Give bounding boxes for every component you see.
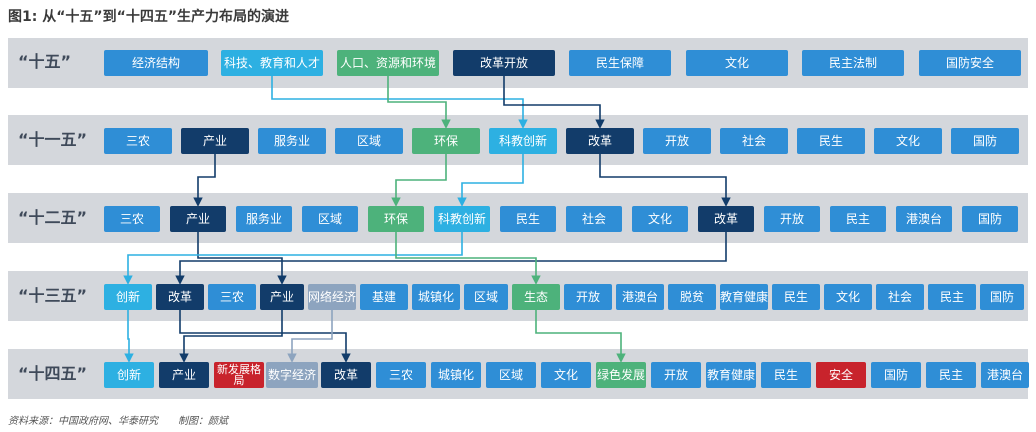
topic-box-15: 民主法制 (802, 50, 904, 76)
topic-box-13th: 文化 (824, 284, 872, 310)
connector-arrow (387, 76, 451, 129)
topic-box-13th: 脱贫 (668, 284, 716, 310)
topic-box-11th: 产业 (181, 128, 249, 154)
topic-box-14th: 绿色发展 (596, 362, 646, 388)
topic-box-13th: 社会 (876, 284, 924, 310)
topic-box-11th: 服务业 (258, 128, 326, 154)
row-label-15: “十五” (18, 52, 72, 71)
topic-box-14th: 新发展格局 (214, 362, 264, 388)
topic-box-12th: 港澳台 (896, 206, 952, 232)
connector-arrow (197, 232, 287, 285)
topic-box-11th: 社会 (720, 128, 788, 154)
topic-box-13th: 城镇化 (412, 284, 460, 310)
topic-box-14th: 港澳台 (981, 362, 1029, 388)
topic-box-11th: 国防 (951, 128, 1019, 154)
topic-box-11th: 三农 (104, 128, 172, 154)
topic-box-14th: 安全 (816, 362, 866, 388)
topic-box-14th: 开放 (651, 362, 701, 388)
connector-arrow (124, 310, 134, 363)
connector-arrow (503, 76, 605, 129)
topic-box-13th: 国防 (980, 284, 1024, 310)
topic-box-12th: 民主 (830, 206, 886, 232)
topic-box-11th: 文化 (874, 128, 942, 154)
topic-box-14th: 城镇化 (431, 362, 481, 388)
topic-box-13th: 港澳台 (616, 284, 664, 310)
topic-box-15: 改革开放 (453, 50, 555, 76)
topic-box-12th: 开放 (764, 206, 820, 232)
topic-box-13th: 网络经济 (308, 284, 356, 310)
topic-box-12th: 改革 (698, 206, 754, 232)
topic-box-13th: 开放 (564, 284, 612, 310)
topic-box-14th: 文化 (541, 362, 591, 388)
topic-box-14th: 国防 (871, 362, 921, 388)
topic-box-12th: 科教创新 (434, 206, 490, 232)
figure-title: 图1: 从“十五”到“十四五”生产力布局的演进 (8, 9, 290, 25)
topic-box-13th: 民主 (928, 284, 976, 310)
row-label-14th: “十四五” (18, 364, 88, 383)
topic-box-14th: 区域 (486, 362, 536, 388)
topic-box-12th: 产业 (170, 206, 226, 232)
connector-arrow (179, 310, 351, 363)
topic-box-12th: 文化 (632, 206, 688, 232)
topic-box-11th: 改革 (566, 128, 634, 154)
topic-box-13th: 基建 (360, 284, 408, 310)
topic-box-14th: 民生 (761, 362, 811, 388)
topic-box-15: 文化 (686, 50, 788, 76)
connector-arrow (599, 154, 731, 207)
connector-arrow (175, 232, 727, 285)
topic-box-12th: 社会 (566, 206, 622, 232)
topic-box-12th: 国防 (962, 206, 1018, 232)
topic-box-15: 科技、教育和人才 (221, 50, 323, 76)
topic-box-15: 经济结构 (104, 50, 208, 76)
topic-box-12th: 服务业 (236, 206, 292, 232)
connector-arrow (287, 310, 333, 363)
topic-box-11th: 科教创新 (489, 128, 557, 154)
topic-box-14th: 改革 (321, 362, 371, 388)
topic-box-14th: 民主 (926, 362, 976, 388)
topic-box-14th: 产业 (159, 362, 209, 388)
connector-arrow (123, 232, 463, 285)
topic-box-14th: 创新 (104, 362, 154, 388)
topic-box-12th: 民生 (500, 206, 556, 232)
source-note: 资料来源：中国政府网、华泰研究 制图：颜斌 (8, 416, 228, 427)
row-label-11th: “十一五” (18, 130, 88, 149)
topic-box-15: 国防安全 (919, 50, 1021, 76)
topic-box-13th: 区域 (464, 284, 508, 310)
row-label-12th: “十二五” (18, 208, 88, 227)
topic-box-12th: 三农 (104, 206, 160, 232)
topic-box-12th: 环保 (368, 206, 424, 232)
topic-box-13th: 三农 (208, 284, 256, 310)
connector-arrow (395, 232, 541, 285)
topic-box-11th: 民生 (797, 128, 865, 154)
topic-box-13th: 产业 (260, 284, 304, 310)
topic-box-15: 人口、资源和环境 (337, 50, 439, 76)
topic-box-11th: 环保 (412, 128, 480, 154)
topic-box-11th: 区域 (335, 128, 403, 154)
topic-box-13th: 生态 (512, 284, 560, 310)
connector-arrow (179, 310, 283, 363)
topic-box-14th: 数字经济 (266, 362, 318, 388)
topic-box-13th: 教育健康 (720, 284, 768, 310)
topic-box-14th: 三农 (376, 362, 426, 388)
connector-arrow (457, 154, 524, 207)
connector-arrow (391, 154, 447, 207)
topic-box-13th: 改革 (156, 284, 204, 310)
connector-arrow (271, 76, 528, 129)
connector-arrow (535, 310, 626, 363)
topic-box-14th: 教育健康 (706, 362, 756, 388)
topic-box-13th: 民生 (772, 284, 820, 310)
row-label-13th: “十三五” (18, 286, 88, 305)
topic-box-15: 民生保障 (569, 50, 671, 76)
topic-box-13th: 创新 (104, 284, 152, 310)
topic-box-11th: 开放 (643, 128, 711, 154)
connector-arrow (193, 154, 216, 207)
topic-box-12th: 区域 (302, 206, 358, 232)
